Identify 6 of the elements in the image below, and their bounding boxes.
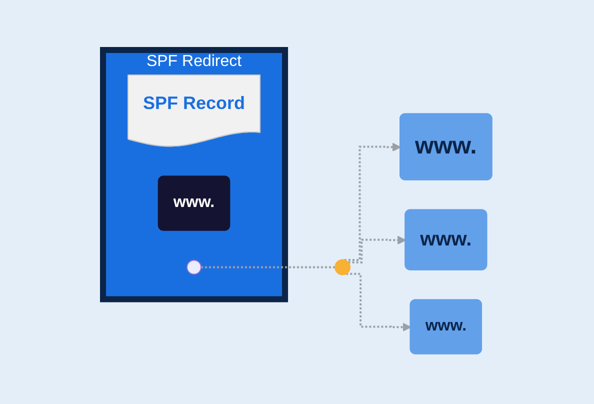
- arrow: [344, 142, 401, 262]
- connector: [200, 266, 335, 268]
- node-circle: [334, 259, 350, 276]
- node-circle: [186, 260, 202, 275]
- arrow: [348, 236, 406, 264]
- arrow: [346, 272, 411, 332]
